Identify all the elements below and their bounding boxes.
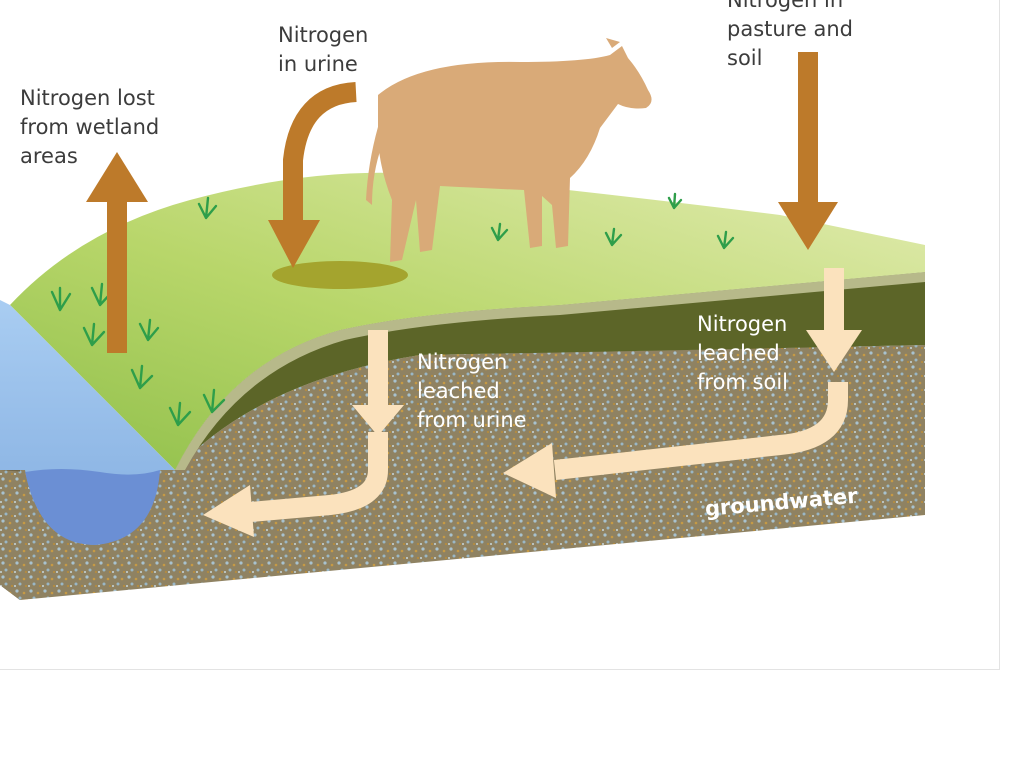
cow (366, 38, 652, 262)
pasture-surface (10, 172, 925, 470)
label-leached-urine: Nitrogen leached from urine (417, 350, 527, 432)
arrow-urine (268, 82, 357, 268)
label-wetland-loss: Nitrogen lost from wetland areas (20, 86, 160, 168)
arrow-leached-soil (553, 268, 848, 480)
arrow-leached-soil-head-2 (503, 443, 556, 498)
arrow-leached-soil-head-1 (806, 330, 862, 372)
soil-layer (175, 272, 925, 470)
urine-pool (272, 261, 408, 289)
figure-frame (0, 0, 1000, 670)
arrow-pasture (778, 52, 838, 250)
arrow-leached-urine (249, 330, 388, 522)
label-urine: Nitrogen in urine (278, 23, 369, 76)
label-leached-soil: Nitrogen leached from soil (697, 312, 789, 394)
label-pasture-soil: Nitrogen in pasture and soil (727, 0, 853, 70)
arrow-leached-urine-head-2 (203, 485, 254, 537)
wetland-water (0, 300, 175, 600)
arrow-wetland-loss (86, 152, 148, 353)
arrow-leached-urine-head-1 (352, 405, 404, 436)
